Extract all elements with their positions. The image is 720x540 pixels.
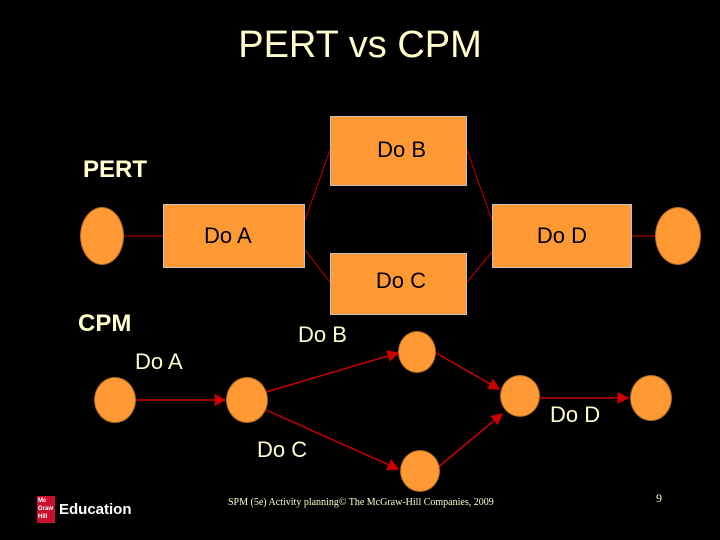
- cpm-node-5: [400, 450, 440, 492]
- cpm-node-6: [630, 375, 672, 421]
- pert-link-b-d: [466, 149, 493, 221]
- cpm-arrow-b-d: [435, 352, 501, 390]
- pert-label: PERT: [83, 156, 148, 183]
- cpm-node-1: [94, 377, 136, 423]
- footer-text: SPM (5e) Activity planning© The McGraw-H…: [228, 497, 494, 508]
- cpm-arrow-b: [265, 350, 400, 393]
- pert-activity-b: Do B: [330, 116, 467, 186]
- cpm-label: CPM: [78, 310, 132, 337]
- pert-link-a-b: [304, 149, 331, 221]
- pert-start-node: [80, 207, 124, 265]
- pert-activity-c: Do C: [330, 253, 467, 315]
- cpm-node-2: [226, 377, 268, 423]
- page-number: 9: [656, 491, 662, 505]
- pert-activity-d: Do D: [492, 204, 632, 268]
- cpm-arrow-c-d: [435, 413, 504, 470]
- slide-title: PERT vs CPM: [238, 24, 482, 66]
- pert-activity-a: Do A: [163, 204, 305, 268]
- pert-end-node: [655, 207, 701, 265]
- cpm-node-4: [500, 375, 540, 417]
- cpm-arrow-c: [265, 409, 400, 471]
- cpm-label-c: Do C: [257, 437, 308, 462]
- pert-link-c-d: [466, 251, 493, 283]
- cpm-label-b: Do B: [298, 322, 347, 347]
- pert-link-a-c: [304, 249, 331, 283]
- cpm-label-a: Do A: [135, 349, 183, 374]
- cpm-label-d: Do D: [550, 402, 601, 427]
- cpm-node-3: [398, 331, 436, 373]
- logo-text: Education: [59, 501, 132, 518]
